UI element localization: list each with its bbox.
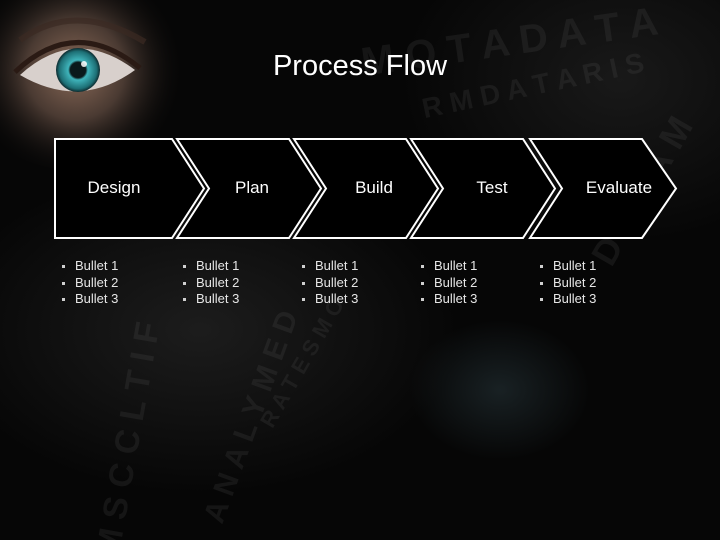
bullet-icon — [183, 298, 186, 301]
list-item: Bullet 1 — [60, 258, 118, 275]
chevron-evaluate — [528, 138, 678, 239]
chevron-test — [409, 138, 557, 239]
bullet-text: Bullet 2 — [196, 274, 240, 290]
bullet-icon — [540, 265, 543, 268]
list-item: Bullet 1 — [419, 258, 477, 275]
bullet-text: Bullet 1 — [196, 258, 240, 273]
bullet-text: Bullet 2 — [75, 274, 119, 290]
bullet-list-evaluate: Bullet 1 Bullet 2 Bullet 3 — [538, 258, 596, 308]
bullet-icon — [62, 265, 65, 268]
bullet-icon — [302, 265, 305, 268]
bullet-icon — [540, 281, 543, 285]
bullet-icon — [421, 298, 424, 301]
list-item: Bullet 2 — [419, 275, 477, 292]
list-item: Bullet 3 — [300, 291, 358, 308]
bullet-text: Bullet 2 — [553, 274, 597, 290]
bullet-text: Bullet 1 — [553, 258, 597, 273]
bullet-text: Bullet 2 — [434, 274, 478, 290]
list-item: Bullet 2 — [60, 275, 118, 292]
bullet-icon — [62, 298, 65, 301]
bullet-icon — [183, 281, 186, 285]
list-item: Bullet 3 — [181, 291, 239, 308]
bullet-icon — [302, 298, 305, 301]
bullet-text: Bullet 1 — [434, 258, 478, 273]
chevron-plan — [175, 138, 323, 239]
stage-label-design: Design — [87, 178, 141, 197]
bullet-text: Bullet 3 — [553, 291, 597, 306]
bullet-list-design: Bullet 1 Bullet 2 Bullet 3 — [60, 258, 118, 308]
list-item: Bullet 2 — [181, 275, 239, 292]
bullet-text: Bullet 3 — [196, 291, 240, 306]
list-item: Bullet 1 — [538, 258, 596, 275]
bullet-list-test: Bullet 1 Bullet 2 Bullet 3 — [419, 258, 477, 308]
bullet-text: Bullet 1 — [75, 258, 119, 273]
bullet-icon — [302, 281, 305, 285]
chevron-build — [292, 138, 440, 239]
bullet-icon — [421, 281, 424, 285]
bullet-icon — [62, 281, 65, 285]
bullet-icon — [540, 298, 543, 301]
list-item: Bullet 1 — [181, 258, 239, 275]
list-item: Bullet 1 — [300, 258, 358, 275]
list-item: Bullet 2 — [538, 275, 596, 292]
bullet-text: Bullet 2 — [315, 274, 359, 290]
stage-label-build: Build — [355, 178, 393, 197]
list-item: Bullet 3 — [538, 291, 596, 308]
list-item: Bullet 3 — [419, 291, 477, 308]
bullet-text: Bullet 3 — [315, 291, 359, 306]
slide-title: Process Flow — [272, 50, 448, 82]
chevron-design — [54, 138, 206, 239]
bullet-icon — [183, 265, 186, 268]
stage-label-plan: Plan — [234, 178, 270, 197]
list-item: Bullet 2 — [300, 275, 358, 292]
bullet-text: Bullet 3 — [434, 291, 478, 306]
eye-image — [0, 0, 195, 170]
list-item: Bullet 3 — [60, 291, 118, 308]
bullet-icon — [421, 265, 424, 268]
bullet-text: Bullet 1 — [315, 258, 359, 273]
bullet-text: Bullet 3 — [75, 291, 119, 306]
bullet-list-plan: Bullet 1 Bullet 2 Bullet 3 — [181, 258, 239, 308]
stage-label-evaluate: Evaluate — [585, 178, 653, 197]
stage-label-test: Test — [476, 178, 508, 197]
bullet-list-build: Bullet 1 Bullet 2 Bullet 3 — [300, 258, 358, 308]
